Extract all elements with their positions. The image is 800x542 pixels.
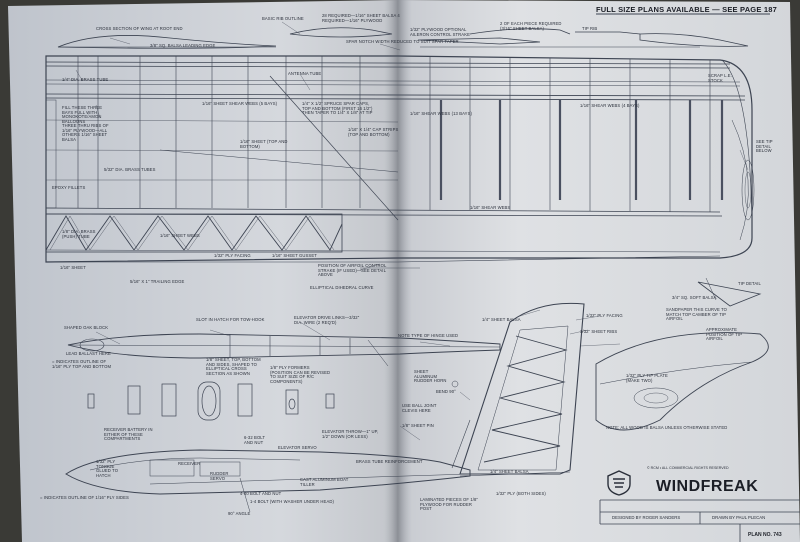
label-outline-ply: = INDICATES OUTLINE OF 1/16" PLY TOP AND… <box>52 359 112 369</box>
label-outline-sides: = INDICATES OUTLINE OF 1/16" PLY SIDES <box>40 495 129 500</box>
label-bend: BEND 90° <box>436 389 456 394</box>
label-bolt-632: 6-32 BOLT AND NUT <box>244 435 265 445</box>
label-scrap-stock: SCRAP L.E. STOCK <box>708 73 732 83</box>
label-sheet-balsa-14: 1/4" SHEET BALSA <box>482 317 521 322</box>
truss-zigzag <box>45 215 343 251</box>
label-rib-wrap: FILL THESE THREE BAYS FULL WITH MONOKOTE… <box>62 105 103 124</box>
copyright-text: © RCM • ALL COMMERCIAL RIGHTS RESERVED <box>647 466 729 470</box>
label-each-piece: 2 OF EACH PIECE REQUIRED (3/16" SHEET BA… <box>500 21 562 31</box>
tip-detail-shape <box>697 281 762 307</box>
label-brass-tubes-2: 5/32" DIA. BRASS TUBES <box>104 167 156 172</box>
tip-plate <box>595 332 769 431</box>
label-lead-ballast: LEAD BALLAST HERE <box>66 351 111 356</box>
label-tip-plate: 1/32" PLY TIP PLATE (MAKE TWO) <box>626 373 668 383</box>
label-slot-hatch: SLOT IN HATCH FOR TOW-HOOK <box>196 317 265 322</box>
label-sheet-top-bottom: 1/16" SHEET (TOP AND BOTTOM) <box>240 139 288 149</box>
model-title: WINDFREAK <box>656 478 759 495</box>
label-shear-webs: 1/16" SHEAR WEBS <box>470 205 511 210</box>
label-ply-optional: 1/32" PLYWOOD OPTIONAL AILERON CONTROL S… <box>410 27 470 37</box>
label-brass-tube: 1/4" DIA. BRASS TUBE <box>62 77 109 82</box>
tip-rib <box>639 33 749 47</box>
label-leading-edge: 3/8" SQ. BALSA LEADING EDGE <box>150 43 216 48</box>
leader-lines <box>75 21 749 441</box>
label-cap-strips: 1/16" X 1/4" CAP STRIPS (TOP AND BOTTOM) <box>348 127 399 137</box>
linework <box>45 13 800 542</box>
shear-webs <box>439 100 724 200</box>
label-elevator-links: ELEVATOR DRIVE LINKS—3/32" DIA. WIRE (2 … <box>294 315 360 325</box>
label-bolt-washer: 1-4 BOLT (WITH WASHER UNDER HEAD) <box>250 499 334 504</box>
label-sandpaper: SANDPAPER THIS CURVE TO MATCH TOP CAMBER… <box>666 307 728 322</box>
label-spruce-spar: 1/4" X 1/2" SPRUCE SPAR CAPS, TOP AND BO… <box>302 101 373 116</box>
label-receiver: RECEIVER <box>178 461 201 466</box>
label-hinge-note: NOTE TYPE OF HINGE USED <box>398 333 459 338</box>
label-aluminum-horn: SHEET ALUMINUM RUDDER HORN <box>414 369 447 384</box>
antenna-tube-line <box>269 75 399 221</box>
label-oak-block: SHAPED OAK BLOCK <box>64 325 109 330</box>
label-tip-rib: TIP RIB <box>582 26 598 31</box>
label-basic-rib: BASIC RIB OUTLINE <box>262 16 304 21</box>
plans-banner: FULL SIZE PLANS AVAILABLE — SEE PAGE 187 <box>596 5 777 14</box>
label-sheet-pin: 1/8" SHEET PIN <box>402 423 434 428</box>
designer-credit: DESIGNED BY ROGER SANDERS <box>612 515 681 520</box>
label-ply-formers: 1/8" PLY FORMERS (POSITION CAN BE REVISE… <box>270 365 331 384</box>
label-three-ribs: THREE THRU RIBS OF 1/16" PLYWOOD—ALL OTH… <box>62 123 109 142</box>
label-elevator-servo: ELEVATOR SERVO <box>278 445 317 450</box>
label-antenna-tube: ANTENNA TUBE <box>288 71 322 76</box>
label-elliptical: ELLIPTICAL DIHEDRAL CURVE <box>310 285 374 290</box>
label-ply-facing: 1/32" PLY FACING <box>214 253 251 258</box>
label-tip-detail: TIP DETAIL <box>738 281 761 286</box>
label-angle-90: 90° ANGLE <box>228 511 251 516</box>
label-sheet-gusset: 1/16" SHEET GUSSET <box>272 253 317 258</box>
basic-rib-outline <box>289 27 393 38</box>
label-shear-webs-13: 1/16" SHEAR WEBS (13 BAYS) <box>410 111 472 116</box>
label-receiver-battery: RECEIVER BATTERY IN EITHER OF THESE COMP… <box>104 427 153 442</box>
label-spar-notch: SPAR NOTCH WIDTH REDUCED TO SUIT SPAR TA… <box>346 39 459 44</box>
plan-number: PLAN NO. 743 <box>748 532 782 538</box>
drafter-credit: DRAWN BY PAUL PLECAN <box>712 515 766 520</box>
label-soft-balsa: 3/4" SQ. SOFT BALSA <box>672 295 717 300</box>
label-bolt-440: 4-40 BOLT AND NUT <box>240 491 282 496</box>
label-ply-facing-2: 1/32" PLY FACING <box>586 313 623 318</box>
label-sheet-small: 1/16" SHEET <box>60 265 86 270</box>
label-trailing-edge: 5/16" X 1" TRAILING EDGE <box>130 279 185 284</box>
root-truss <box>45 213 343 253</box>
wing-cross-section <box>57 35 277 49</box>
label-sheet-ribs: 3/32" SHEET RIBS <box>580 329 618 334</box>
wing-ribs <box>77 56 711 212</box>
book-gutter <box>384 0 412 542</box>
ply-strake <box>417 37 541 45</box>
label-ball-joint: USE BALL JOINT CLEVIS HERE <box>402 403 437 413</box>
left-page <box>8 0 398 542</box>
label-see-tip: SEE TIP DETAIL BELOW <box>756 139 773 154</box>
label-aluminum-boat: CAST ALUMINUM BOAT TILLER <box>300 477 349 487</box>
label-note-balsa: NOTE: ALL WOOD IS BALSA UNLESS OTHERWISE… <box>606 425 728 430</box>
right-page <box>398 0 800 542</box>
fuselage-side-view <box>65 449 471 495</box>
label-sheet-balsa-b: 1/4" SHEET BALSA <box>490 469 529 474</box>
label-brass-reinf: BRASS TUBE REINFORCEMENT <box>356 459 423 464</box>
label-rib-count: 28 REQUIRED—1/16" SHEET BALSA 4 REQUIRED… <box>322 13 400 23</box>
label-sides-note: 1/8" SHEET, TOP, BOTTOM AND SIDES, SHAPE… <box>206 357 261 376</box>
rudder-truss <box>483 335 568 463</box>
label-brass-tube-small: 1/8" DIA. BRASS (PUSH) TUBE <box>62 229 96 239</box>
label-shear-webs-5: 1/16" SHEET SHEAR WEBS (5 BAYS) <box>202 101 278 106</box>
label-wing-section: CROSS SECTION OF WING AT ROOT END <box>96 26 183 31</box>
label-ply-both-sides: 1/32" PLY (BOTH SIDES) <box>496 491 546 496</box>
label-shear-webs-4: 1/16" SHEAR WEBS (4 BAYS) <box>580 103 640 108</box>
label-airfoil-strake: POSITION OF AIRFOIL CONTROL STRAKE (IF U… <box>318 263 387 278</box>
label-rudder-servo: RUDDER SERVO <box>210 471 229 481</box>
label-sheet-webs-2: 1/16" SHEET WEBS <box>160 233 200 238</box>
label-hatch: 1/32" PLY TONGUE GLUED TO HATCH <box>96 459 119 478</box>
rudder-fin <box>459 302 585 475</box>
rcm-logo-icon <box>607 470 631 496</box>
label-laminated-ply: LAMINATED PIECES OF 1/8" PLYWOOD FOR RUD… <box>420 497 479 512</box>
label-elevator-throw: ELEVATOR THROW—1" UP, 1/2" DOWN (OR LESS… <box>322 429 379 439</box>
label-epoxy-fillets: EPOXY FILLETS <box>52 185 86 190</box>
wing-planform <box>45 55 753 263</box>
label-approx-tip: APPROXIMATE POSITION OF TIP AIRFOIL <box>706 327 743 342</box>
fuselage-formers <box>87 381 335 421</box>
